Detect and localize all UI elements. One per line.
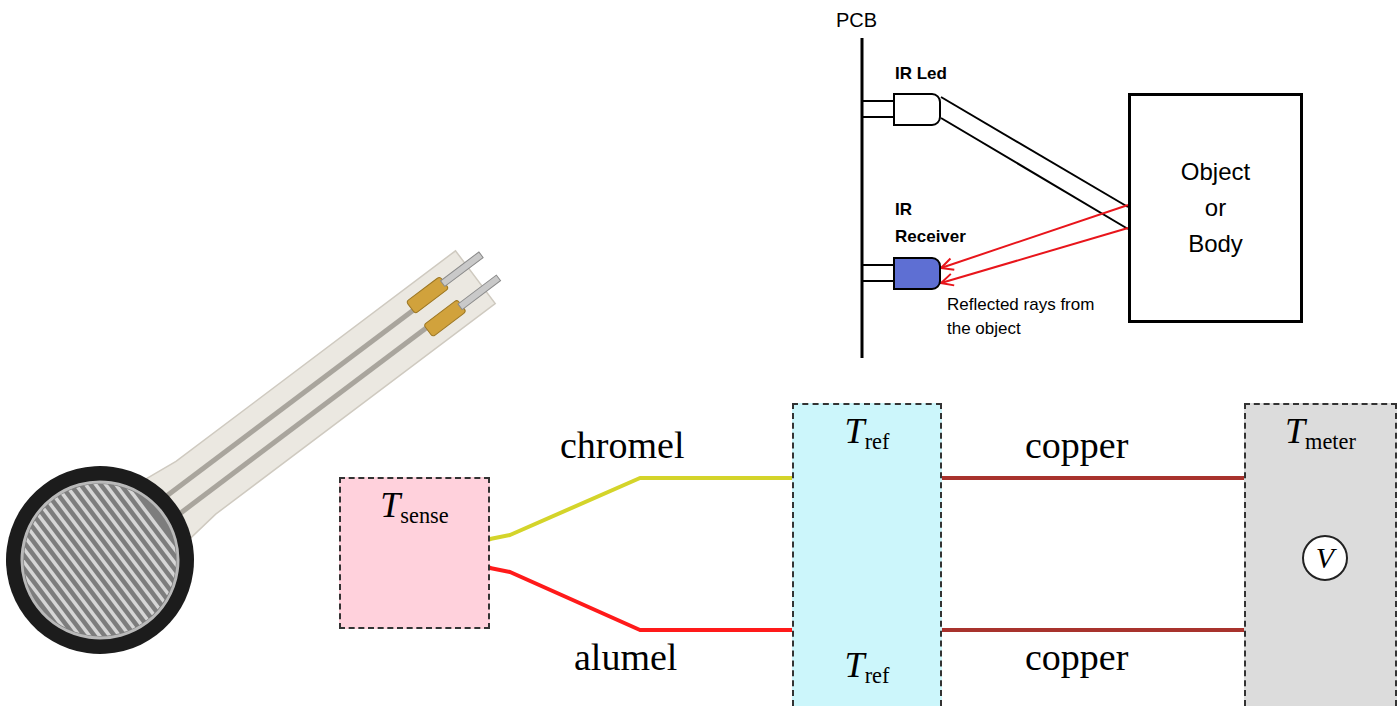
pcb-board bbox=[861, 38, 864, 358]
sense-region: Tsense bbox=[339, 477, 490, 629]
temperature-label: Tsense bbox=[380, 485, 448, 536]
board-label: PCB bbox=[836, 8, 877, 32]
node-label: IR Receiver bbox=[895, 196, 966, 250]
wire-label: alumel bbox=[574, 636, 677, 678]
voltmeter-circle: V bbox=[1302, 535, 1348, 581]
wire-label: copper bbox=[1025, 636, 1128, 678]
temperature-label: Tref bbox=[845, 645, 890, 696]
reflected-ray bbox=[941, 228, 1128, 283]
emitted-ray bbox=[941, 118, 1128, 229]
copper-wire bbox=[942, 628, 1244, 632]
wire-label: copper bbox=[1025, 424, 1128, 466]
note-label: Reflected rays from the object bbox=[947, 293, 1097, 341]
force-sensor-photo bbox=[0, 191, 546, 691]
wire-label: chromel bbox=[560, 424, 685, 466]
object-box: Object or Body bbox=[1128, 93, 1303, 323]
temperature-label: Tref bbox=[845, 411, 890, 462]
ir-receiver: IR Receiver bbox=[893, 257, 941, 290]
alumel-wire bbox=[490, 568, 792, 630]
reference-region: TrefTref bbox=[792, 403, 942, 706]
node-label: IR Led bbox=[895, 62, 947, 86]
emitted-ray bbox=[941, 97, 1128, 207]
chromel-wire bbox=[490, 478, 792, 539]
node-label: Object or Body bbox=[1181, 154, 1250, 262]
temperature-label: Tmeter bbox=[1285, 411, 1356, 462]
meter-region: TmeterV bbox=[1244, 403, 1397, 706]
copper-wire bbox=[942, 476, 1244, 480]
ir-led: IR Led bbox=[893, 93, 941, 126]
component-pins bbox=[862, 101, 893, 281]
node-label: V bbox=[1316, 542, 1334, 574]
